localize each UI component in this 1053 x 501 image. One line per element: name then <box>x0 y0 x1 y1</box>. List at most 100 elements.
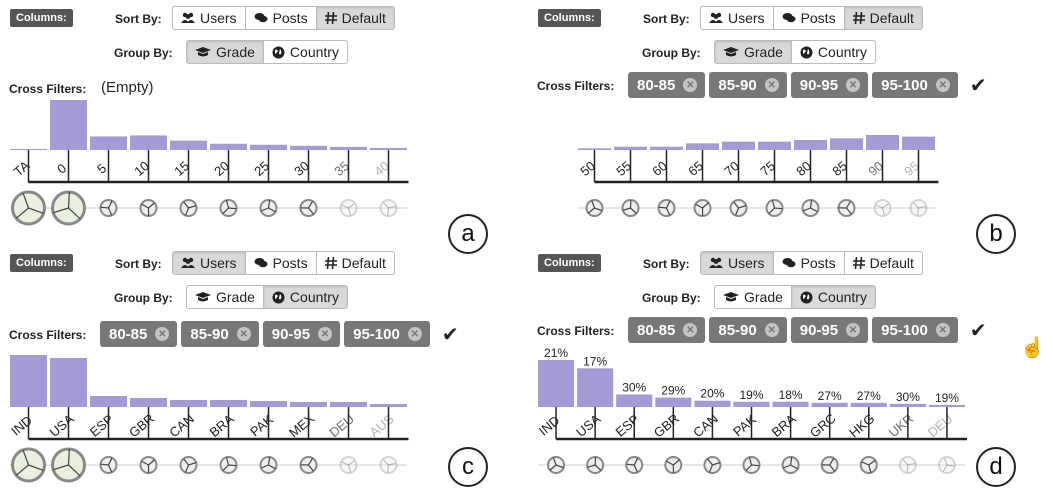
pie-glyph-icon[interactable] <box>664 456 683 474</box>
pie-glyph-icon[interactable] <box>820 456 839 474</box>
pie-glyph-icon[interactable] <box>339 199 358 217</box>
bar-75[interactable] <box>758 141 791 150</box>
group-country-button[interactable]: Country <box>263 286 347 308</box>
pie-glyph-icon[interactable] <box>179 456 198 474</box>
pie-glyph-icon[interactable] <box>898 456 917 474</box>
group-country-button[interactable]: Country <box>792 41 875 63</box>
filter-chip[interactable]: 85-90✕ <box>709 72 787 98</box>
pie-glyph-icon[interactable] <box>339 456 358 474</box>
bar-CAN[interactable] <box>694 400 731 407</box>
filter-chip[interactable]: 80-85✕ <box>628 72 706 98</box>
pie-glyph-icon[interactable] <box>859 456 878 474</box>
bar-70[interactable] <box>722 141 755 150</box>
sort-default-button[interactable]: Default <box>845 252 922 274</box>
bar-IND[interactable] <box>10 355 47 407</box>
bar-ESP[interactable] <box>616 394 653 407</box>
sort-posts-button[interactable]: Posts <box>774 252 845 274</box>
apply-check-icon[interactable]: ✔ <box>969 319 987 342</box>
pie-glyph-icon[interactable] <box>219 199 238 217</box>
bar-GRC[interactable] <box>811 402 848 407</box>
pie-glyph-icon[interactable] <box>837 199 856 217</box>
pie-glyph-icon[interactable] <box>379 456 398 474</box>
pie-glyph-icon[interactable] <box>179 199 198 217</box>
filter-chip[interactable]: 85-90✕ <box>709 317 787 343</box>
pie-glyph-icon[interactable] <box>379 199 398 217</box>
filter-chip[interactable]: 90-95✕ <box>790 317 869 343</box>
bar-10[interactable] <box>130 135 167 150</box>
sort-users-button[interactable]: Users <box>173 252 246 274</box>
bar-55[interactable] <box>614 146 647 150</box>
sort-users-button[interactable]: Users <box>701 252 774 274</box>
group-grade-button[interactable]: Grade <box>715 41 792 63</box>
bar-USA[interactable] <box>577 368 614 407</box>
bar-15[interactable] <box>170 140 207 150</box>
bar-90[interactable] <box>866 135 899 150</box>
pie-glyph-icon[interactable] <box>51 190 86 226</box>
bar-5[interactable] <box>90 136 127 150</box>
remove-filter-icon[interactable]: ✕ <box>846 323 861 337</box>
pie-glyph-icon[interactable] <box>909 199 928 217</box>
filter-chip[interactable]: 95-100✕ <box>872 72 958 98</box>
pie-glyph-icon[interactable] <box>625 456 644 474</box>
bar-40[interactable] <box>370 147 407 150</box>
remove-filter-icon[interactable]: ✕ <box>407 327 422 341</box>
remove-filter-icon[interactable]: ✕ <box>155 327 170 341</box>
bar-IND[interactable] <box>538 360 575 407</box>
remove-filter-icon[interactable]: ✕ <box>935 78 950 92</box>
filter-chip[interactable]: 80-85✕ <box>100 321 178 347</box>
bar-0[interactable] <box>50 100 87 150</box>
bar-20[interactable] <box>210 143 247 150</box>
pie-glyph-icon[interactable] <box>873 199 892 217</box>
remove-filter-icon[interactable]: ✕ <box>935 323 950 337</box>
bar-60[interactable] <box>650 146 683 150</box>
pie-glyph-icon[interactable] <box>299 199 318 217</box>
bar-PAK[interactable] <box>250 401 287 407</box>
sort-users-button[interactable]: Users <box>701 7 774 29</box>
pie-glyph-icon[interactable] <box>547 456 566 474</box>
filter-chip[interactable]: 90-95✕ <box>262 321 341 347</box>
pie-glyph-icon[interactable] <box>693 199 712 217</box>
bar-ESP[interactable] <box>90 396 127 407</box>
pie-glyph-icon[interactable] <box>801 199 820 217</box>
bar-BRA[interactable] <box>210 400 247 407</box>
group-grade-button[interactable]: Grade <box>187 286 264 308</box>
pie-glyph-icon[interactable] <box>299 456 318 474</box>
pie-glyph-icon[interactable] <box>937 456 956 474</box>
pie-glyph-icon[interactable] <box>621 199 640 217</box>
sort-users-button[interactable]: Users <box>173 7 246 29</box>
pie-glyph-icon[interactable] <box>657 199 676 217</box>
remove-filter-icon[interactable]: ✕ <box>764 323 779 337</box>
bar-30[interactable] <box>290 145 327 150</box>
bar-85[interactable] <box>830 138 863 150</box>
bar-DEU[interactable] <box>928 404 965 407</box>
pie-glyph-icon[interactable] <box>51 447 86 483</box>
remove-filter-icon[interactable]: ✕ <box>236 327 251 341</box>
group-country-button[interactable]: Country <box>791 286 875 308</box>
pie-glyph-icon[interactable] <box>765 199 784 217</box>
pie-glyph-icon[interactable] <box>219 456 238 474</box>
remove-filter-icon[interactable]: ✕ <box>683 323 698 337</box>
group-grade-button[interactable]: Grade <box>715 286 792 308</box>
pie-glyph-icon[interactable] <box>729 199 748 217</box>
pie-glyph-icon[interactable] <box>99 456 118 474</box>
filter-chip[interactable]: 90-95✕ <box>790 72 869 98</box>
bar-GBR[interactable] <box>655 397 692 407</box>
sort-default-button[interactable]: Default <box>317 252 394 274</box>
bar-UKR[interactable] <box>889 403 926 407</box>
sort-posts-button[interactable]: Posts <box>246 252 317 274</box>
bar-AUS[interactable] <box>370 404 407 407</box>
apply-check-icon[interactable]: ✔ <box>441 323 459 346</box>
filter-chip[interactable]: 80-85✕ <box>628 317 706 343</box>
sort-posts-button[interactable]: Posts <box>774 7 845 29</box>
pie-glyph-icon[interactable] <box>742 456 761 474</box>
remove-filter-icon[interactable]: ✕ <box>764 78 779 92</box>
bar-PAK[interactable] <box>733 401 770 407</box>
group-country-button[interactable]: Country <box>264 41 347 63</box>
bar-HKG[interactable] <box>850 402 887 407</box>
pie-glyph-icon[interactable] <box>259 456 278 474</box>
bar-65[interactable] <box>686 143 719 150</box>
bar-USA[interactable] <box>50 358 87 407</box>
bar-25[interactable] <box>250 144 287 150</box>
pie-glyph-icon[interactable] <box>139 199 158 217</box>
bar-DEU[interactable] <box>330 402 367 407</box>
